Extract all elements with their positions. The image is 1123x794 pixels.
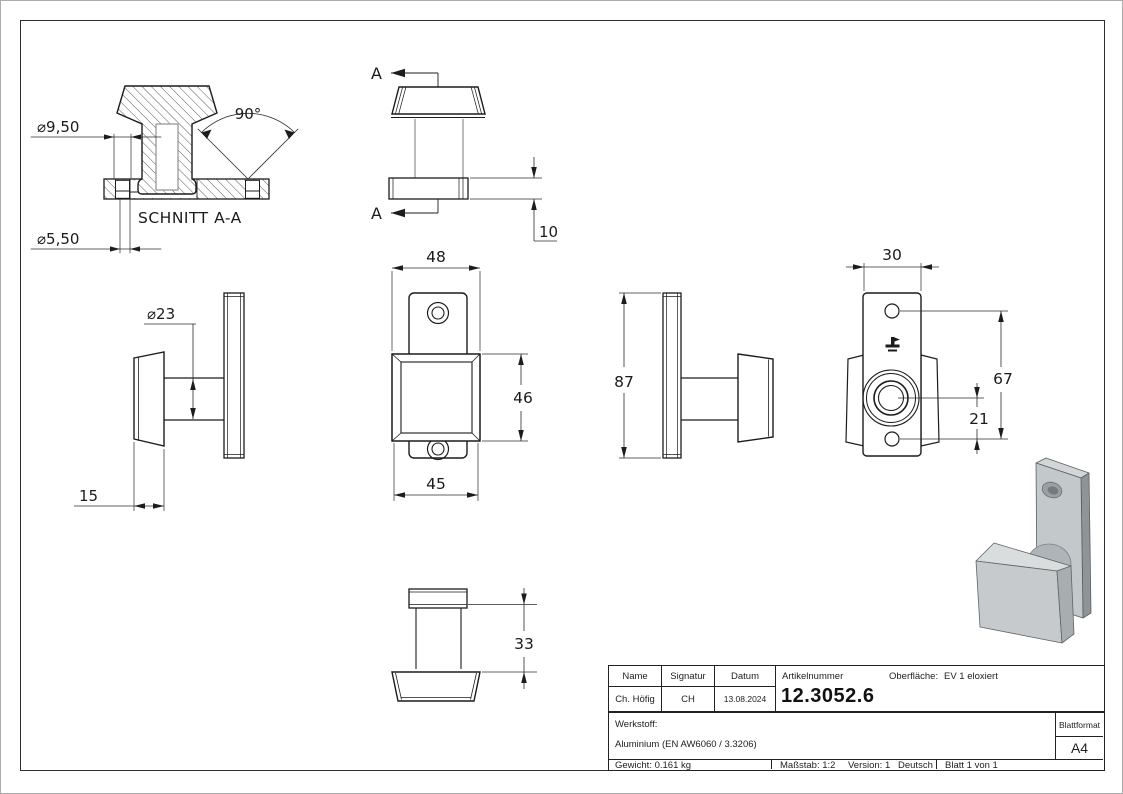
plate-thickness-label: 10 [539, 223, 558, 241]
knob-front-width-label: 45 [426, 475, 446, 493]
front-view: 48 46 45 [391, 248, 533, 501]
angle-dimension: 90° [197, 105, 299, 180]
bottom-view: 33 [391, 588, 537, 702]
cut-arrow-bottom-icon [391, 208, 405, 218]
center-to-hole-dimension: 21 [898, 383, 989, 454]
scale-value: Maßstab: 1:2 [780, 760, 836, 771]
sheet-format-label-cell: Blattformat [1056, 713, 1103, 737]
section-view: 90° ⌀9,50 ⌀5,50 SCHNITT A-A [30, 85, 299, 254]
material-cell: Werkstoff: Aluminium (EN AW6060 / 3.3206… [609, 713, 1056, 759]
drawing-border-frame [20, 20, 1105, 771]
knob-height-label: 46 [513, 389, 533, 407]
plate-thickness-dimension: 10 [470, 157, 558, 242]
title-block: Name Signatur Datum Ch. Höfig CH 13.08.2… [608, 665, 1105, 771]
hole-distance-label: 67 [993, 370, 1013, 388]
article-cell: Artikelnummer Oberfläche: EV 1 eloxiert … [776, 666, 1103, 711]
plate-height-label: 87 [614, 373, 634, 391]
article-number: 12.3052.6 [781, 685, 875, 707]
date-cell: 13.08.2024 [715, 687, 776, 711]
material-value: Aluminium (EN AW6060 / 3.3206) [615, 739, 757, 750]
surface-label: Oberfläche: [889, 671, 939, 682]
name-header-cell: Name [609, 666, 662, 687]
signature-cell: CH [662, 687, 715, 711]
center-to-hole-label: 21 [969, 410, 989, 428]
sheet-number-value: Blatt 1 von 1 [945, 760, 998, 771]
3d-knob-front [975, 560, 1063, 644]
knob-front-width-dimension: 45 [393, 443, 479, 501]
knob-height-above-plate-label: 33 [514, 635, 534, 653]
manufacturer-logo-mark [885, 337, 900, 352]
plate-width-label: 30 [882, 246, 902, 264]
scale-cell: Maßstab: 1:2 Version: 1 Deutsch [772, 759, 937, 771]
knob-height-dimension: 46 [482, 353, 533, 442]
cut-letter-bottom: A [371, 204, 382, 223]
cut-letter-top: A [371, 64, 382, 83]
through-dia-label: ⌀5,50 [37, 230, 79, 248]
3d-knob-side [1056, 565, 1075, 644]
version-value: Version: 1 [848, 760, 891, 771]
language-value: Deutsch [898, 760, 933, 771]
sheet-number-cell: Blatt 1 von 1 [937, 759, 1103, 771]
surface-value: EV 1 eloxiert [944, 671, 998, 682]
knob-width-dimension: 48 [391, 248, 481, 351]
plate-width-dimension: 30 [846, 246, 939, 291]
cut-plane-view: A A 10 [371, 64, 558, 242]
section-label: SCHNITT A-A [138, 209, 242, 227]
hole-distance-dimension: 67 [900, 310, 1013, 440]
weight-value: Gewicht: 0.161 kg [615, 760, 692, 771]
counterbore-dimension: ⌀9,50 [30, 118, 162, 180]
date-header-cell: Datum [715, 666, 776, 687]
through-hole-dimension: ⌀5,50 [30, 198, 162, 254]
back-view: 30 67 21 [845, 246, 1013, 457]
stem-dia-dimension: ⌀23 [144, 305, 196, 419]
stem-dia-label: ⌀23 [147, 305, 175, 323]
knob-width-label: 48 [426, 248, 446, 266]
knob-height-above-plate-dimension: 33 [468, 588, 537, 689]
article-label: Artikelnummer [782, 671, 844, 682]
cut-arrow-top-icon [391, 68, 405, 78]
name-cell: Ch. Höfig [609, 687, 662, 711]
plate-height-dimension: 87 [614, 292, 661, 459]
isometric-3d-view [975, 457, 1092, 644]
sheet-format-cell: A4 [1070, 740, 1089, 756]
title-block-divider [609, 711, 1104, 713]
weight-cell: Gewicht: 0.161 kg [609, 759, 772, 771]
side-view-right: 87 [614, 292, 774, 459]
head-depth-dimension: 15 [74, 442, 165, 511]
signature-header-cell: Signatur [662, 666, 715, 687]
material-label: Werkstoff: [615, 719, 658, 730]
head-depth-label: 15 [79, 487, 98, 505]
angle-label: 90° [235, 105, 262, 123]
counterbore-dia-label: ⌀9,50 [37, 118, 79, 136]
side-view-left: ⌀23 15 [74, 292, 245, 511]
